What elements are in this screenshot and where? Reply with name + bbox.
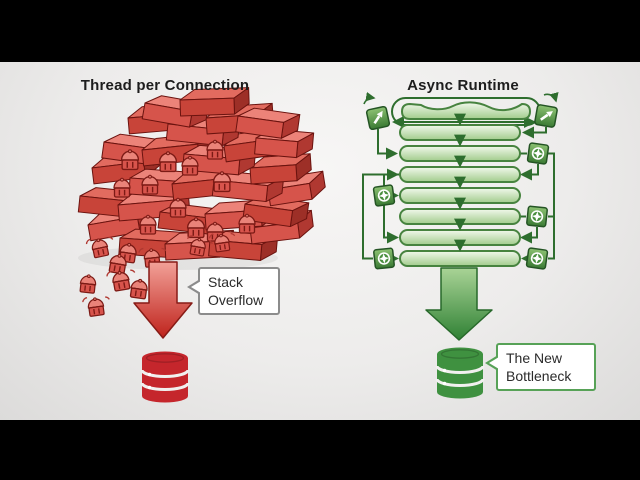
brick — [179, 87, 250, 117]
task-pill — [399, 187, 521, 204]
thread-spool-icon — [129, 277, 149, 300]
red-down-block-arrow-icon — [133, 261, 193, 339]
thread-spool-icon — [82, 296, 110, 318]
callout-line: Overflow — [208, 292, 264, 308]
thread-spool-icon — [158, 151, 178, 173]
launch-task-icon — [364, 104, 392, 132]
compass-move-icon — [525, 247, 549, 270]
thread-spool-icon — [212, 171, 232, 193]
compass-move-icon — [526, 142, 550, 165]
task-pill — [399, 229, 521, 246]
task-pill — [399, 145, 521, 162]
thread-spool-icon — [186, 217, 206, 239]
thread-spool-icon — [85, 236, 114, 259]
task-pill — [399, 124, 521, 141]
compass-move-icon — [372, 247, 396, 270]
thread-spool-icon — [139, 214, 157, 235]
task-pill — [399, 166, 521, 183]
thread-spool-icon — [206, 139, 224, 160]
thread-spool-icon — [169, 197, 187, 218]
task-pill — [399, 250, 521, 267]
falling-threads — [78, 232, 236, 318]
green-database-icon — [435, 346, 485, 400]
thread-spool-icon — [208, 232, 236, 253]
thread-spool-icon — [120, 149, 140, 171]
thread-spool-icon — [186, 235, 213, 257]
thread-spool-icon — [238, 213, 256, 234]
thread-spool-icon — [78, 273, 98, 294]
right-title: Async Runtime — [407, 77, 519, 94]
letterbox-bottom — [0, 420, 640, 480]
callout-line: The New — [506, 350, 563, 366]
compass-move-icon — [372, 184, 396, 207]
thread-spool-icon — [181, 155, 199, 176]
left-title: Thread per Connection — [80, 77, 250, 94]
red-database-icon — [140, 350, 190, 404]
callout-line: Stack — [208, 274, 244, 290]
callout-line: Bottleneck — [506, 368, 572, 384]
thread-spool-icon — [106, 269, 136, 292]
thread-spool-icon — [113, 177, 131, 198]
bottleneck-callout: The New Bottleneck — [485, 343, 596, 391]
letterbox-top — [0, 0, 640, 62]
green-down-block-arrow-icon — [425, 267, 493, 341]
thread-spool-icon — [141, 174, 159, 195]
task-pill — [399, 208, 521, 225]
compass-move-icon — [525, 205, 549, 228]
task-pill-cloud — [400, 101, 532, 120]
launch-task-icon — [533, 103, 559, 129]
brick-pile — [77, 87, 326, 261]
brick — [235, 107, 301, 139]
stack-overflow-callout: Stack Overflow — [187, 267, 280, 315]
task-pills — [399, 124, 521, 267]
thread-spool-icon — [138, 247, 167, 268]
